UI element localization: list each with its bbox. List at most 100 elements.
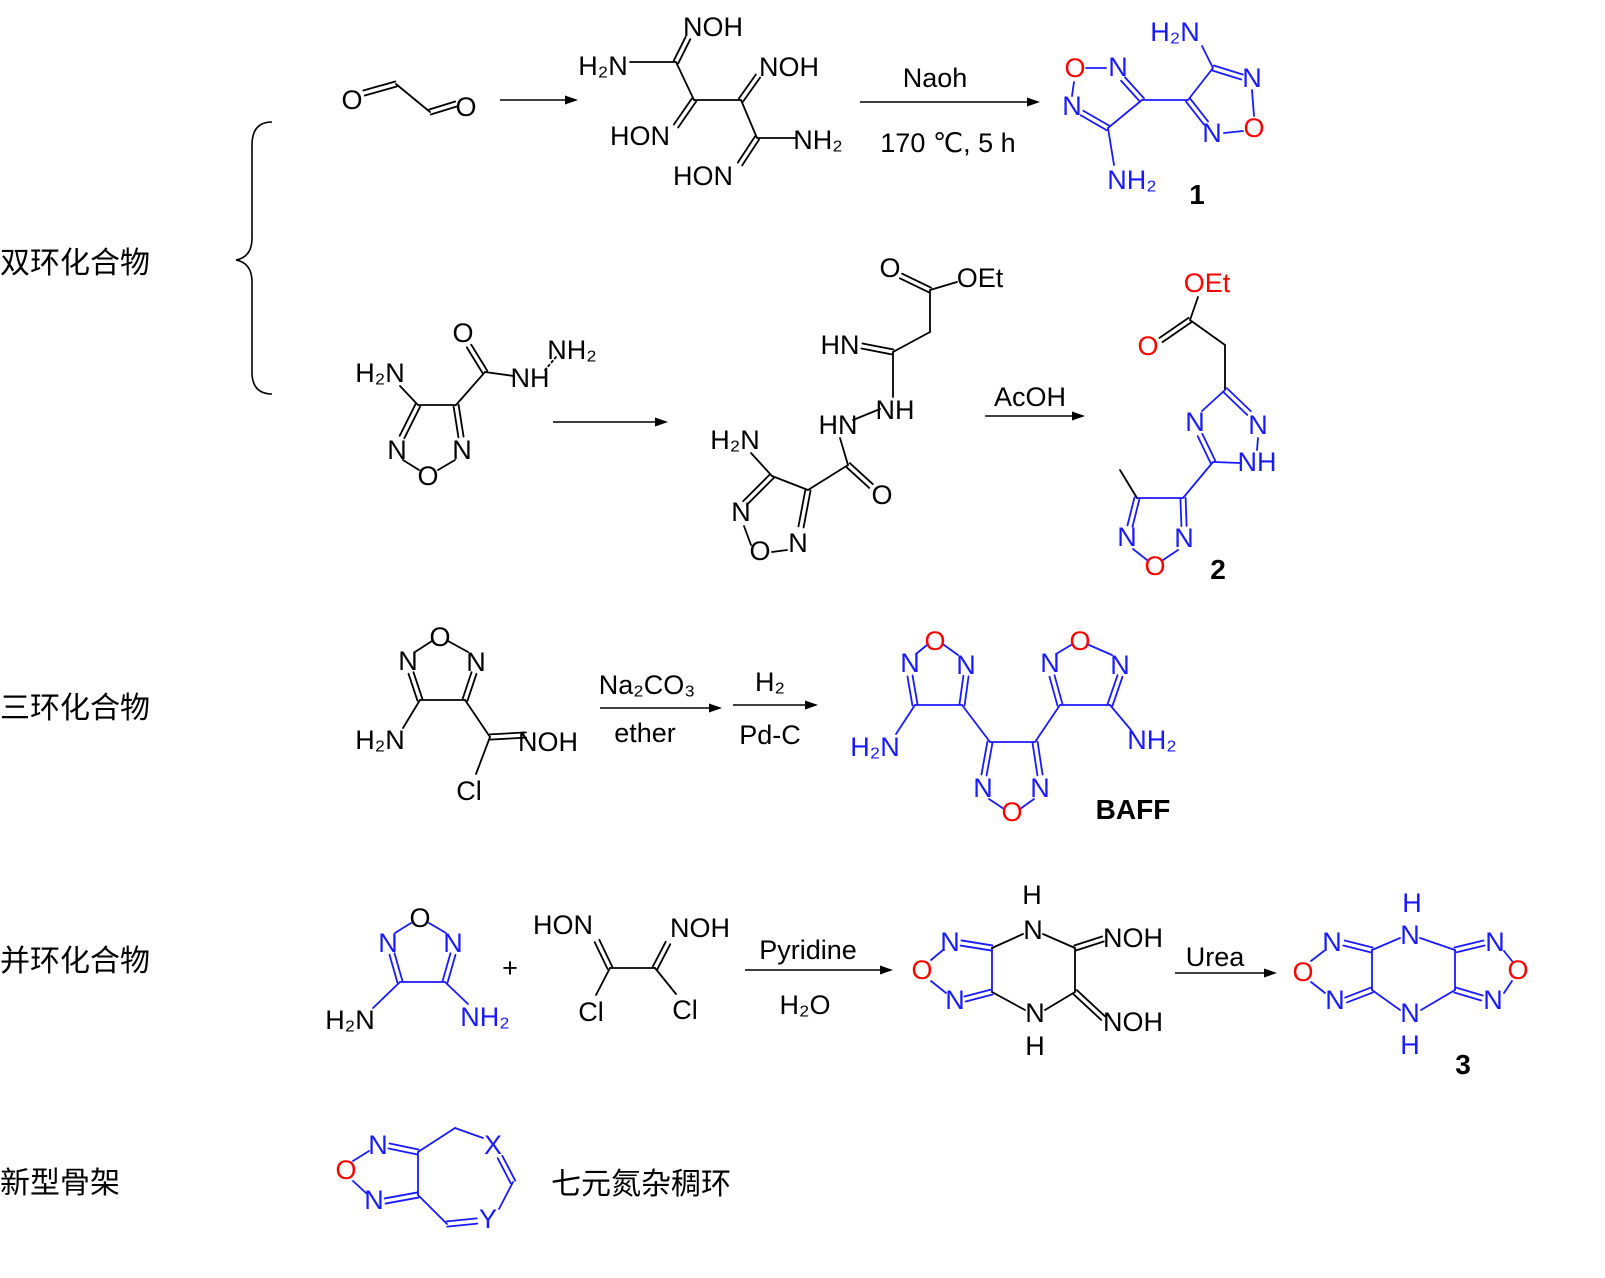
- bond: [1074, 940, 1105, 952]
- bond: [1453, 991, 1483, 1002]
- reaction-condition-solvent: H₂O: [780, 990, 831, 1020]
- bond: [672, 35, 687, 62]
- bond: [452, 404, 460, 439]
- reaction-condition-reagent: AcOH: [994, 382, 1066, 412]
- nitrogen-atom: N: [1040, 648, 1060, 678]
- scheme2-product-triazole: OEt O N N NH N N O 2: [1117, 268, 1276, 585]
- bond: [892, 331, 931, 353]
- bond: [839, 437, 849, 466]
- bond: [1213, 461, 1241, 464]
- bond: [1454, 944, 1486, 954]
- reaction-arrow: [733, 700, 818, 710]
- bond: [963, 988, 993, 998]
- bond: [1131, 497, 1141, 528]
- bond: [399, 385, 419, 406]
- bond: [1225, 387, 1252, 413]
- bond: [454, 1127, 484, 1139]
- bond: [861, 342, 895, 351]
- nitrogen-atom: N: [364, 1185, 384, 1215]
- nitrogen-atom: N: [731, 497, 751, 527]
- bond: [544, 356, 557, 371]
- bond: [402, 459, 420, 471]
- nitrogen-atom: N: [788, 528, 808, 558]
- oxygen-atom: O: [1137, 331, 1158, 361]
- bond: [1185, 100, 1205, 126]
- bond: [895, 704, 916, 735]
- bond: [446, 1222, 479, 1228]
- bond: [457, 403, 465, 438]
- oxime-group-label: NOH: [1103, 1007, 1163, 1037]
- scheme5-novel-skeleton: O N N X Y: [335, 1130, 502, 1234]
- reaction-arrow: [860, 97, 1040, 107]
- reaction-condition-temperature-time: 170 ℃, 5 h: [880, 128, 1015, 158]
- reaction-condition-reagent: H₂: [755, 667, 785, 697]
- nitrogen-atom: N: [443, 928, 463, 958]
- bond: [961, 704, 991, 743]
- bond: [915, 644, 928, 655]
- reaction-condition-reagent: Na₂CO₃: [599, 670, 696, 700]
- bond: [988, 798, 1005, 810]
- bond: [740, 99, 758, 139]
- bond: [1189, 319, 1226, 346]
- bond: [1120, 79, 1141, 103]
- bond: [1036, 740, 1044, 776]
- bond: [651, 940, 667, 968]
- bond: [598, 938, 614, 968]
- oxygen-atom: O: [335, 1155, 356, 1185]
- bond: [852, 408, 881, 421]
- scheme3-product-baff: N O N H₂N N O N N O N NH₂ BAFF: [850, 626, 1176, 827]
- bond: [488, 731, 527, 736]
- bond: [677, 100, 698, 129]
- bond: [750, 452, 773, 477]
- nitrogen-atom: N: [1030, 773, 1050, 803]
- skeleton-caption: 七元氮杂稠环: [551, 1167, 731, 1202]
- oxygen-atom: O: [1507, 955, 1528, 985]
- bond: [402, 699, 421, 729]
- bond: [395, 83, 431, 113]
- category-label-bicyclic: 双环化合物: [0, 246, 150, 281]
- bond: [1310, 981, 1326, 994]
- bond: [848, 462, 874, 485]
- bond: [1031, 741, 1039, 777]
- bond: [466, 672, 478, 702]
- bond: [372, 981, 401, 1009]
- bond: [1162, 549, 1179, 561]
- category-label-fused: 并环化合物: [0, 944, 150, 979]
- nitrogen-atom: N: [956, 650, 976, 680]
- bond: [352, 1180, 367, 1194]
- bond: [930, 980, 947, 994]
- nitrogen-atom: N: [1108, 52, 1128, 82]
- oxime-group-label: NOH: [1103, 923, 1163, 953]
- bond: [1109, 704, 1132, 731]
- oxime-group-label: NOH: [670, 913, 730, 943]
- bond: [1079, 114, 1108, 132]
- hydrogen-atom: H: [1402, 888, 1422, 918]
- oxygen-atom: O: [1144, 551, 1165, 581]
- arrow-head: [1072, 411, 1085, 421]
- bond: [446, 953, 457, 984]
- bond: [898, 277, 930, 294]
- nh-group-label: NH: [511, 363, 550, 393]
- reaction-condition-catalyst: Pd-C: [739, 720, 801, 750]
- bond: [394, 922, 412, 934]
- nitrogen-atom: N: [1110, 650, 1130, 680]
- arrow-head: [709, 703, 722, 713]
- bond: [1503, 980, 1513, 994]
- bond: [991, 991, 1026, 1011]
- bond: [1161, 321, 1193, 344]
- bond: [1346, 991, 1374, 1004]
- bond: [429, 105, 458, 116]
- oxygen-atom: O: [452, 318, 473, 348]
- reaction-arrow: [1175, 968, 1277, 978]
- bond: [1124, 76, 1145, 100]
- amine-group-label: H₂N: [355, 358, 404, 388]
- plus-sign: +: [502, 953, 518, 983]
- amine-group-label: H₂N: [578, 51, 627, 81]
- bond: [362, 80, 397, 92]
- bond: [412, 671, 424, 701]
- amine-group-label: NH₂: [1127, 725, 1176, 755]
- arrow-head: [565, 95, 578, 105]
- nitrogen-atom: N: [387, 435, 407, 465]
- glyoxal-oxygen-atom: O: [341, 85, 362, 115]
- bond: [1343, 939, 1374, 949]
